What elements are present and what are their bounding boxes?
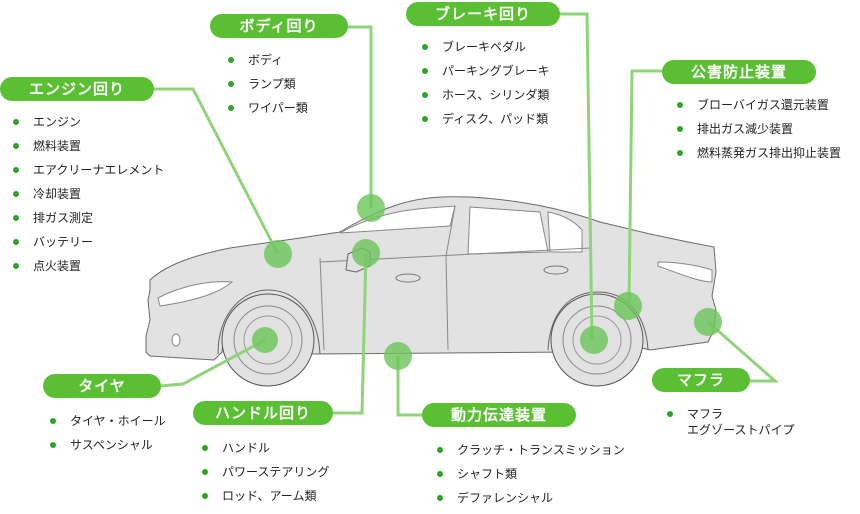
door-line-mid (445, 205, 456, 351)
bullet-icon (677, 102, 683, 108)
connector-brake (558, 12, 594, 341)
fog-lamp (171, 333, 181, 347)
list-item: 燃料蒸発ガス排出抑止装置 (675, 145, 841, 169)
list-item: 燃料装置 (11, 138, 164, 162)
bullet-icon (677, 150, 683, 156)
bullet-icon (13, 167, 19, 173)
group-list-steering: ハンドル パワーステアリング ロッド、アーム類 (200, 440, 329, 512)
bullet-icon (422, 44, 428, 50)
group-label-engine: エンジン回り (0, 77, 154, 101)
connector-lines (150, 12, 779, 417)
group-list-engine: エンジン 燃料装置 エアクリーナエレメント 冷却装置 排ガス測定 バッテリー 点… (11, 114, 164, 282)
bullet-icon (228, 105, 234, 111)
bullet-icon (13, 191, 19, 197)
door-line-front (319, 257, 325, 351)
list-item: 点火装置 (11, 258, 164, 282)
group-label-steering: ハンドル回り (193, 401, 333, 425)
group-label-body: ボディ回り (210, 14, 348, 38)
list-item: ディスク、パッド類 (420, 111, 550, 135)
list-item: エアクリーナエレメント (11, 162, 164, 186)
bullet-icon (13, 239, 19, 245)
list-item: パワーステアリング (200, 464, 329, 488)
bullet-icon (422, 92, 428, 98)
bullet-icon (13, 119, 19, 125)
group-list-muffler: マフラ エグゾーストパイプ (665, 406, 795, 438)
bullet-icon (437, 471, 443, 477)
group-list-tire: タイヤ・ホイール サスペンシャル (48, 413, 166, 461)
bullet-icon (13, 215, 19, 221)
marker-body[interactable] (357, 194, 385, 222)
list-item: ワイパー類 (226, 100, 308, 124)
bullet-icon (228, 57, 234, 63)
bullet-icon (422, 68, 428, 74)
markers (252, 194, 722, 370)
group-list-brake: ブレーキペダル パーキングブレーキ ホース、シリンダ類 ディスク、パッド類 (420, 39, 550, 135)
group-list-emission: ブローバイガス還元装置 排出ガス減少装置 燃料蒸発ガス排出抑止装置 (675, 97, 841, 169)
group-label-brake: ブレーキ回り (406, 2, 560, 26)
rear-window (467, 206, 549, 255)
connector-engine (150, 87, 280, 255)
bullet-icon (202, 493, 208, 499)
bullet-icon (667, 411, 673, 417)
bullet-icon (437, 495, 443, 501)
bullet-icon (13, 143, 19, 149)
front-wheel-arch (217, 289, 321, 355)
group-label-muffler: マフラ (652, 368, 750, 392)
bullet-icon (50, 442, 56, 448)
list-item: ブローバイガス還元装置 (675, 97, 841, 121)
list-item: ランプ類 (226, 76, 308, 100)
marker-steering[interactable] (352, 239, 380, 267)
bullet-icon (422, 116, 428, 122)
bullet-icon (13, 263, 19, 269)
headlight (157, 281, 234, 307)
connector-muffler (707, 320, 779, 383)
list-item: ハンドル (200, 440, 329, 464)
bullet-icon (50, 418, 56, 424)
door-handle-front (395, 273, 421, 283)
front-window (339, 205, 456, 234)
marker-brake[interactable] (580, 326, 608, 354)
group-label-tire: タイヤ (43, 374, 161, 398)
list-item: シャフト類 (435, 466, 625, 490)
marker-tire[interactable] (252, 327, 278, 353)
list-item: パーキングブレーキ (420, 63, 550, 87)
list-item: エンジン (11, 114, 164, 138)
connector-steering (330, 252, 368, 415)
list-item: マフラ エグゾーストパイプ (665, 406, 795, 438)
marker-emission[interactable] (614, 292, 642, 320)
list-item: バッテリー (11, 234, 164, 258)
connector-body (346, 25, 373, 208)
marker-muffler[interactable] (694, 308, 722, 336)
list-item: タイヤ・ホイール (48, 413, 166, 437)
bullet-icon (677, 126, 683, 132)
group-list-drivetrain: クラッチ・トランスミッション シャフト類 デファレンシャル (435, 442, 625, 514)
connector-emission (627, 69, 664, 307)
bullet-icon (202, 445, 208, 451)
list-item: 冷却装置 (11, 186, 164, 210)
bullet-icon (202, 469, 208, 475)
bullet-icon (437, 447, 443, 453)
taillight (657, 261, 713, 283)
group-label-emission: 公害防止装置 (662, 60, 816, 84)
group-list-body: ボディ ランプ類 ワイパー類 (226, 52, 308, 124)
bullet-icon (228, 81, 234, 87)
connector-tire (159, 338, 266, 388)
door-handle-rear (543, 265, 569, 275)
list-item: 排ガス測定 (11, 210, 164, 234)
list-item: ロッド、アーム類 (200, 488, 329, 512)
rear-wheel-arch (547, 291, 649, 351)
list-item: デファレンシャル (435, 490, 625, 514)
list-item: サスペンシャル (48, 437, 166, 461)
list-item: 排出ガス減少装置 (675, 121, 841, 145)
list-item: ボディ (226, 52, 308, 76)
list-item: ホース、シリンダ類 (420, 87, 550, 111)
marker-engine[interactable] (264, 240, 292, 268)
list-item: クラッチ・トランスミッション (435, 442, 625, 466)
marker-drivetrain[interactable] (384, 342, 412, 370)
list-item: ブレーキペダル (420, 39, 550, 63)
connector-drivetrain (396, 356, 422, 417)
group-label-drivetrain: 動力伝達装置 (422, 403, 576, 427)
